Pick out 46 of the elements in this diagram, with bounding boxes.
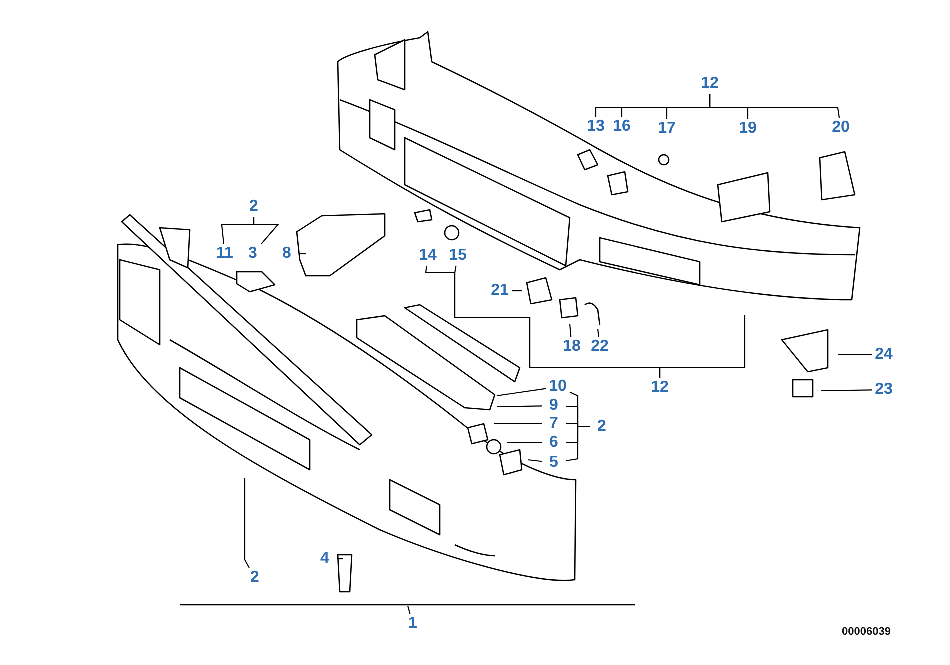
callout-number: 12: [648, 378, 672, 398]
leader-line: [838, 354, 872, 356]
leader-line: [512, 290, 522, 292]
leader-line: [494, 423, 542, 425]
callout-number: 7: [542, 414, 566, 434]
callout-number: 2: [590, 417, 614, 437]
callout-number: 19: [736, 119, 760, 139]
callout-number: 13: [584, 117, 608, 137]
callout-number: 21: [488, 281, 512, 301]
callout-number: 14: [416, 246, 440, 266]
leader-line: [709, 94, 840, 118]
callout-number: 6: [542, 433, 566, 453]
leader-line: [507, 442, 542, 444]
callout-number: 2: [243, 568, 267, 588]
callout-number: 3: [241, 244, 265, 264]
callout-number: 9: [542, 396, 566, 416]
callout-number: 24: [872, 345, 896, 365]
callout-number: 16: [610, 117, 634, 137]
leader-line: [659, 315, 746, 378]
callout-number: 11: [213, 244, 237, 264]
callout-number: 15: [446, 246, 470, 266]
leader-line: [244, 478, 250, 568]
callout-number: 1: [401, 614, 425, 634]
callout-number: 17: [655, 119, 679, 139]
drawing-number: 00006039: [842, 626, 891, 638]
leader-line: [407, 606, 411, 614]
leader-line: [566, 426, 590, 462]
callout-number: 10: [546, 377, 570, 397]
callout-number: 18: [560, 337, 584, 357]
callout-number: 8: [275, 244, 299, 264]
leader-line: [496, 388, 546, 397]
leader-line: [299, 253, 306, 255]
leader-line: [497, 406, 542, 408]
callout-number: 4: [313, 549, 337, 569]
callout-number: 22: [588, 337, 612, 357]
callout-number: 12: [698, 74, 722, 94]
callout-number: 2: [242, 197, 266, 217]
leader-line: [597, 328, 600, 338]
leader-line: [821, 390, 872, 392]
leader-line: [569, 324, 572, 338]
callout-number: 5: [542, 453, 566, 473]
leader-line: [528, 459, 542, 462]
leader-line: [337, 558, 343, 560]
callout-number: 20: [829, 118, 853, 138]
callout-number: 23: [872, 380, 896, 400]
leader-line: [253, 217, 280, 244]
